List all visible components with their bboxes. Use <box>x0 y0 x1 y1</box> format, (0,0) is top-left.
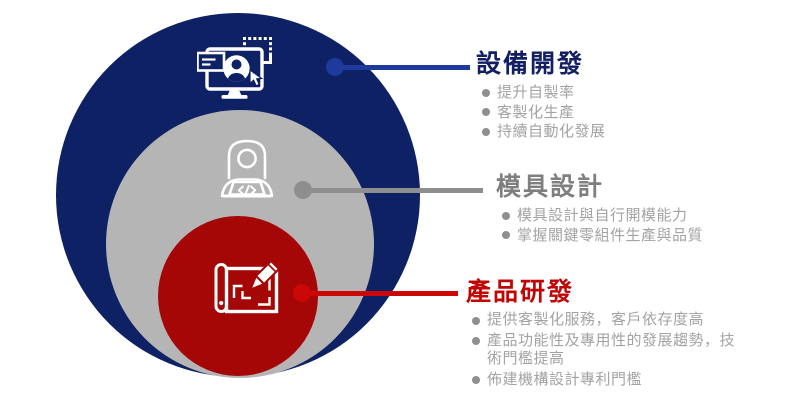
bullet-dot-icon <box>482 88 490 97</box>
bullet-list-product-rd: 提供客製化服務，客戶依存度高 產品功能性及專用性的發展趨勢，技術門檻提高 佈建機… <box>466 311 749 389</box>
bullet-text: 模具設計與自行開模能力 <box>517 207 688 224</box>
bullet-item: 佈建機構設計專利門檻 <box>472 371 749 390</box>
bullet-item: 持續自動化發展 <box>482 122 606 142</box>
bullet-item: 模具設計與自行開模能力 <box>502 206 703 226</box>
section-mold-design: 模具設計 模具設計與自行開模能力 掌握關鍵零組件生產與品質 <box>496 174 703 245</box>
bullet-item: 產品功能性及專用性的發展趨勢，技術門檻提高 <box>472 332 749 369</box>
section-product-rd: 產品研發 提供客製化服務，客戶依存度高 產品功能性及專用性的發展趨勢，技術門檻提… <box>466 279 749 391</box>
section-title-equipment-development: 設備開發 <box>476 50 585 78</box>
bullet-dot-icon <box>502 231 510 239</box>
bullet-item: 客製化生產 <box>482 103 606 123</box>
bullet-dot-icon <box>472 316 480 325</box>
bullet-text: 提升自製率 <box>497 84 575 101</box>
bullet-dot-icon <box>482 108 490 116</box>
developer-woman-icon <box>220 139 274 198</box>
section-equipment-development: 設備開發 提升自製率 客製化生產 持續自動化發展 <box>476 51 606 142</box>
connector-line-equipment <box>335 65 470 70</box>
connector-line-mold <box>303 188 483 193</box>
bullet-text: 提供客製化服務，客戶依存度高 <box>487 311 705 328</box>
connector-line-product <box>302 291 458 296</box>
bullet-list-equipment-development: 提升自製率 客製化生產 持續自動化發展 <box>476 83 606 142</box>
bullet-text: 持續自動化發展 <box>497 123 606 140</box>
bullet-item: 提升自製率 <box>482 83 606 103</box>
bullet-item: 提供客製化服務，客戶依存度高 <box>472 311 749 330</box>
blueprint-pencil-icon <box>214 259 281 314</box>
connector-dot-equipment <box>326 58 344 76</box>
bullet-dot-icon <box>482 127 490 136</box>
bullet-text: 掌握關鍵零組件生產與品質 <box>517 226 704 244</box>
bullet-item: 掌握關鍵零組件生產與品質 <box>502 226 703 246</box>
bullet-dot-icon <box>502 211 510 220</box>
connector-dot-mold <box>294 181 312 199</box>
section-title-mold-design: 模具設計 <box>496 173 605 201</box>
bullet-text: 佈建機構設計專利門檻 <box>487 370 643 388</box>
section-title-product-rd: 產品研發 <box>466 278 575 306</box>
bullet-dot-icon <box>472 376 480 384</box>
bullet-list-mold-design: 模具設計與自行開模能力 掌握關鍵零組件生產與品質 <box>496 206 703 245</box>
connector-dot-product <box>293 284 311 302</box>
bullet-dot-icon <box>472 337 480 345</box>
monitor-user-icon <box>197 37 272 99</box>
bullet-text: 產品功能性及專用性的發展趨勢，技術門檻提高 <box>487 331 736 368</box>
bullet-text: 客製化生產 <box>497 103 575 121</box>
